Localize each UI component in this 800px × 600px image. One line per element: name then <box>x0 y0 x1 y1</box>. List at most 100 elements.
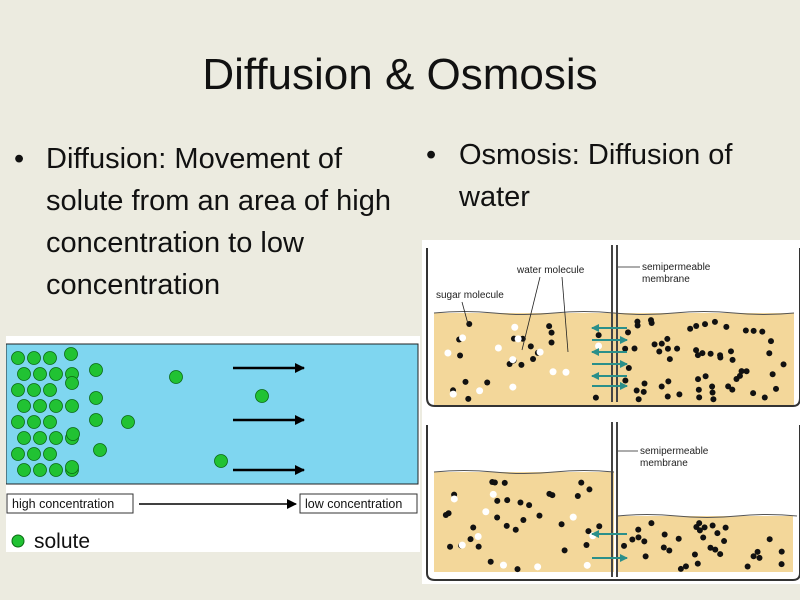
sugar-molecule <box>592 394 599 401</box>
sugar-molecule <box>633 387 640 394</box>
water-molecule <box>494 344 502 352</box>
sugar-molecule <box>629 536 636 543</box>
liquid-surface <box>433 311 795 315</box>
sugar-molecule <box>693 347 700 354</box>
solute-legend-label: solute <box>34 530 90 552</box>
sugar-molecule <box>729 356 736 363</box>
sugar-molecule <box>674 345 681 352</box>
sugar-molecule <box>676 391 683 398</box>
solute-particle <box>11 447 25 461</box>
water-molecule <box>514 335 522 343</box>
solute-particle <box>33 399 47 413</box>
solute-particle <box>65 460 79 474</box>
osmosis-beaker-before: sugar molecule water molecule semipermea… <box>426 245 800 407</box>
sugar-molecule <box>518 361 525 368</box>
water-molecule <box>499 561 507 569</box>
sugar-molecule <box>664 335 671 342</box>
water-molecule <box>536 348 544 356</box>
sugar-molecule <box>526 502 533 509</box>
sugar-molecule <box>647 317 654 324</box>
water-molecule <box>474 533 482 541</box>
sugar-molecule <box>578 479 585 486</box>
water-molecule <box>511 323 519 331</box>
label-leader <box>561 276 569 353</box>
water-molecule <box>482 508 490 516</box>
sugar-molecule <box>691 551 698 558</box>
liquid-surface <box>433 470 615 474</box>
solute-particle <box>49 367 63 381</box>
sugar-molecule <box>583 541 590 548</box>
solute-particle <box>49 431 63 445</box>
solute-particle <box>64 347 78 361</box>
solute-particle <box>17 463 31 477</box>
sugar-molecule <box>585 528 592 535</box>
water-molecule-label: water molecule <box>516 265 585 276</box>
sugar-molecule <box>700 534 707 541</box>
solute-particle <box>43 351 57 365</box>
sugar-molecule <box>666 356 673 363</box>
sugar-molecule <box>457 352 464 359</box>
solute-particle <box>17 431 31 445</box>
sugar-molecule <box>778 548 785 555</box>
solute-particle <box>49 399 63 413</box>
sugar-molecule <box>494 497 501 504</box>
osmosis-diagram: sugar molecule water molecule semipermea… <box>422 240 800 584</box>
osmosis-beaker-after: semipermeable membrane <box>426 422 800 581</box>
water-molecule <box>444 349 452 357</box>
sugar-molecule <box>695 386 702 393</box>
sugar-molecule <box>687 325 694 332</box>
solute-particle <box>33 463 47 477</box>
bullet-marker: • <box>426 139 437 171</box>
sugar-molecule <box>709 522 716 529</box>
bullet-osmosis: • Osmosis: Diffusion of water <box>426 134 796 218</box>
sugar-molecule <box>695 376 702 383</box>
sugar-molecule <box>736 372 743 379</box>
sugar-molecule <box>651 341 658 348</box>
sugar-molecule <box>658 340 665 347</box>
sugar-molecule <box>475 543 482 550</box>
sugar-molecule <box>548 339 555 346</box>
sugar-molecule <box>574 493 581 500</box>
water-molecule <box>595 342 603 350</box>
solute-particle <box>11 351 25 365</box>
water-molecule <box>569 513 577 521</box>
solute-particle <box>27 351 41 365</box>
sugar-molecule <box>596 523 603 530</box>
membrane-label-line2: membrane <box>640 458 688 469</box>
water-molecule <box>489 490 497 498</box>
molecules <box>444 317 787 403</box>
sugar-molecule <box>548 329 555 336</box>
water-molecule <box>562 368 570 376</box>
water-molecule <box>450 495 458 503</box>
sugar-molecule <box>622 345 629 352</box>
diffusion-diagram: high concentration low concentration sol… <box>5 336 420 553</box>
sugar-molecule <box>640 388 647 395</box>
sugar-molecule <box>742 327 749 334</box>
sugar-molecule <box>696 527 703 534</box>
solute-particle <box>255 389 269 403</box>
membrane-label-line1: semipermeable <box>642 262 711 273</box>
sugar-molecule <box>514 566 521 573</box>
sugar-molecule <box>702 373 709 380</box>
sugar-molecule <box>750 553 757 560</box>
sugar-molecule <box>527 343 534 350</box>
sugar-molecule <box>707 544 714 551</box>
sugar-molecule <box>766 350 773 357</box>
sugar-molecule <box>665 378 672 385</box>
sugar-molecule <box>725 383 732 390</box>
sugar-molecule <box>666 547 673 554</box>
sugar-molecule <box>517 499 524 506</box>
sugar-molecule <box>682 563 689 570</box>
sugar-molecule <box>504 497 511 504</box>
solute-particle <box>27 415 41 429</box>
molecules <box>442 478 785 573</box>
sugar-molecule <box>621 542 628 549</box>
sugar-molecule <box>635 526 642 533</box>
solute-particle <box>93 443 107 457</box>
solute-particle <box>27 383 41 397</box>
sugar-molecule <box>530 355 537 362</box>
sugar-molecule <box>702 321 709 328</box>
sugar-molecule <box>625 329 632 336</box>
sugar-molecule <box>767 338 774 345</box>
diffusion-diagram-svg: high concentration low concentration sol… <box>5 343 419 553</box>
